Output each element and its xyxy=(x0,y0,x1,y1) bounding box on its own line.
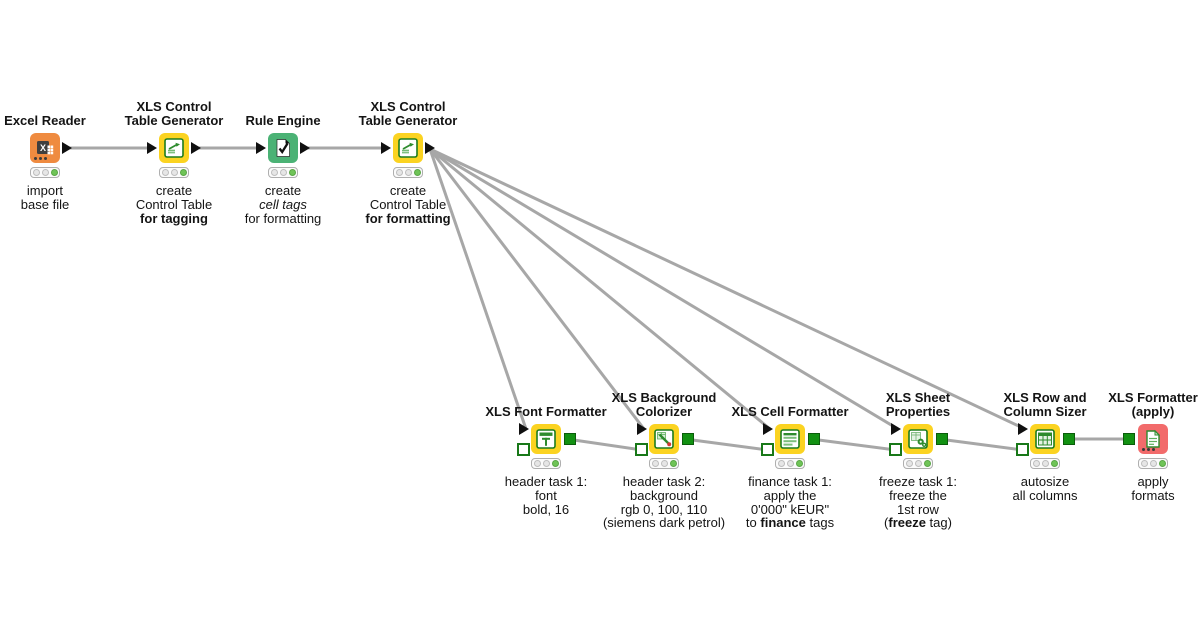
rule-checkmark-icon xyxy=(276,139,290,157)
input-port-triangle[interactable] xyxy=(256,142,266,154)
node-background-colorizer-body[interactable] xyxy=(649,424,679,454)
status-traffic-light xyxy=(268,167,298,178)
node-rule-engine-body[interactable] xyxy=(268,133,298,163)
apply-document-icon xyxy=(1146,429,1161,448)
node-xls-formatter-apply: XLS Formatter (apply) apply formats xyxy=(1083,378,1200,503)
output-port-triangle[interactable] xyxy=(425,142,435,154)
node-options-dots xyxy=(34,157,47,160)
background-colorizer-icon xyxy=(654,429,674,449)
input-port-square[interactable] xyxy=(1123,433,1135,445)
input-port-triangle[interactable] xyxy=(381,142,391,154)
status-traffic-light xyxy=(1138,458,1168,469)
node-title: XLS Font Formatter xyxy=(485,403,607,419)
optional-input-port-square[interactable] xyxy=(635,443,648,456)
status-traffic-light xyxy=(30,167,60,178)
node-excel-reader-body[interactable]: X xyxy=(30,133,60,163)
node-comment: apply formats xyxy=(1131,474,1175,503)
node-xls-cell-formatter: XLS Cell Formatter finance task 1: apply… xyxy=(720,378,860,530)
node-title: XLS Row and Column Sizer xyxy=(1003,390,1087,419)
node-sheet-properties-body[interactable] xyxy=(903,424,933,454)
node-xls-row-and-column-sizer: XLS Row and Column Sizer autosize all xyxy=(975,378,1115,503)
control-table-icon xyxy=(398,138,418,158)
output-port-square[interactable] xyxy=(936,433,948,445)
node-title: XLS Background Colorizer xyxy=(611,390,717,419)
node-options-dots xyxy=(1142,448,1155,451)
node-comment: autosize all columns xyxy=(1012,474,1078,503)
node-comment: import base file xyxy=(20,183,70,212)
node-comment: header task 1: font bold, 16 xyxy=(504,474,588,517)
output-port-triangle[interactable] xyxy=(300,142,310,154)
output-port-square[interactable] xyxy=(682,433,694,445)
input-port-triangle[interactable] xyxy=(891,423,901,435)
cell-formatter-icon xyxy=(780,429,800,449)
node-title: Rule Engine xyxy=(245,112,321,128)
output-port-triangle[interactable] xyxy=(62,142,72,154)
row-column-sizer-icon xyxy=(1035,429,1055,449)
node-cell-formatter-body[interactable] xyxy=(775,424,805,454)
node-comment: header task 2: background rgb 0, 100, 11… xyxy=(602,474,726,531)
status-traffic-light xyxy=(903,458,933,469)
node-xls-control-table-generator-2: XLS Control Table Generator create Contr… xyxy=(338,87,478,225)
output-port-square[interactable] xyxy=(564,433,576,445)
input-port-triangle[interactable] xyxy=(1018,423,1028,435)
control-table-icon xyxy=(164,138,184,158)
optional-input-port-square[interactable] xyxy=(889,443,902,456)
output-port-square[interactable] xyxy=(1063,433,1075,445)
node-row-column-sizer-body[interactable] xyxy=(1030,424,1060,454)
font-formatter-icon xyxy=(536,429,556,449)
output-port-square[interactable] xyxy=(808,433,820,445)
input-port-triangle[interactable] xyxy=(637,423,647,435)
node-control-table-generator-body[interactable] xyxy=(393,133,423,163)
optional-input-port-square[interactable] xyxy=(761,443,774,456)
node-title: XLS Control Table Generator xyxy=(358,99,458,128)
node-comment: create cell tags for formatting xyxy=(244,183,322,226)
status-traffic-light xyxy=(649,458,679,469)
node-xls-font-formatter: XLS Font Formatter header task 1: font b… xyxy=(476,378,616,516)
input-port-triangle[interactable] xyxy=(147,142,157,154)
status-traffic-light xyxy=(1030,458,1060,469)
status-traffic-light xyxy=(775,458,805,469)
status-traffic-light xyxy=(531,458,561,469)
node-font-formatter-body[interactable] xyxy=(531,424,561,454)
output-port-triangle[interactable] xyxy=(191,142,201,154)
status-traffic-light xyxy=(393,167,423,178)
node-excel-reader: Excel Reader X import base file xyxy=(0,87,115,212)
node-title: XLS Cell Formatter xyxy=(731,403,849,419)
svg-text:X: X xyxy=(40,143,46,153)
node-title: Excel Reader xyxy=(4,112,86,128)
node-rule-engine: Rule Engine create cell tags for formatt… xyxy=(213,87,353,225)
node-comment: freeze task 1: freeze the 1st row (freez… xyxy=(878,474,958,531)
node-title: XLS Formatter (apply) xyxy=(1108,390,1198,419)
excel-icon: X xyxy=(37,141,54,155)
node-comment: finance task 1: apply the 0'000" kEUR" t… xyxy=(745,474,835,531)
node-comment: create Control Table for tagging xyxy=(135,183,213,226)
node-comment: create Control Table for formatting xyxy=(365,183,451,226)
node-title: XLS Control Table Generator xyxy=(124,99,224,128)
node-title: XLS Sheet Properties xyxy=(885,390,951,419)
node-xls-control-table-generator-1: XLS Control Table Generator create Contr… xyxy=(104,87,244,225)
status-traffic-light xyxy=(159,167,189,178)
node-formatter-apply-body[interactable] xyxy=(1138,424,1168,454)
optional-input-port-square[interactable] xyxy=(1016,443,1029,456)
input-port-triangle[interactable] xyxy=(519,423,529,435)
node-control-table-generator-body[interactable] xyxy=(159,133,189,163)
node-xls-sheet-properties: XLS Sheet Properties freeze task 1: fr xyxy=(848,378,988,530)
input-port-triangle[interactable] xyxy=(763,423,773,435)
optional-input-port-square[interactable] xyxy=(517,443,530,456)
node-xls-background-colorizer: XLS Background Colorizer header task 2: xyxy=(594,378,734,530)
sheet-properties-icon xyxy=(908,429,928,449)
